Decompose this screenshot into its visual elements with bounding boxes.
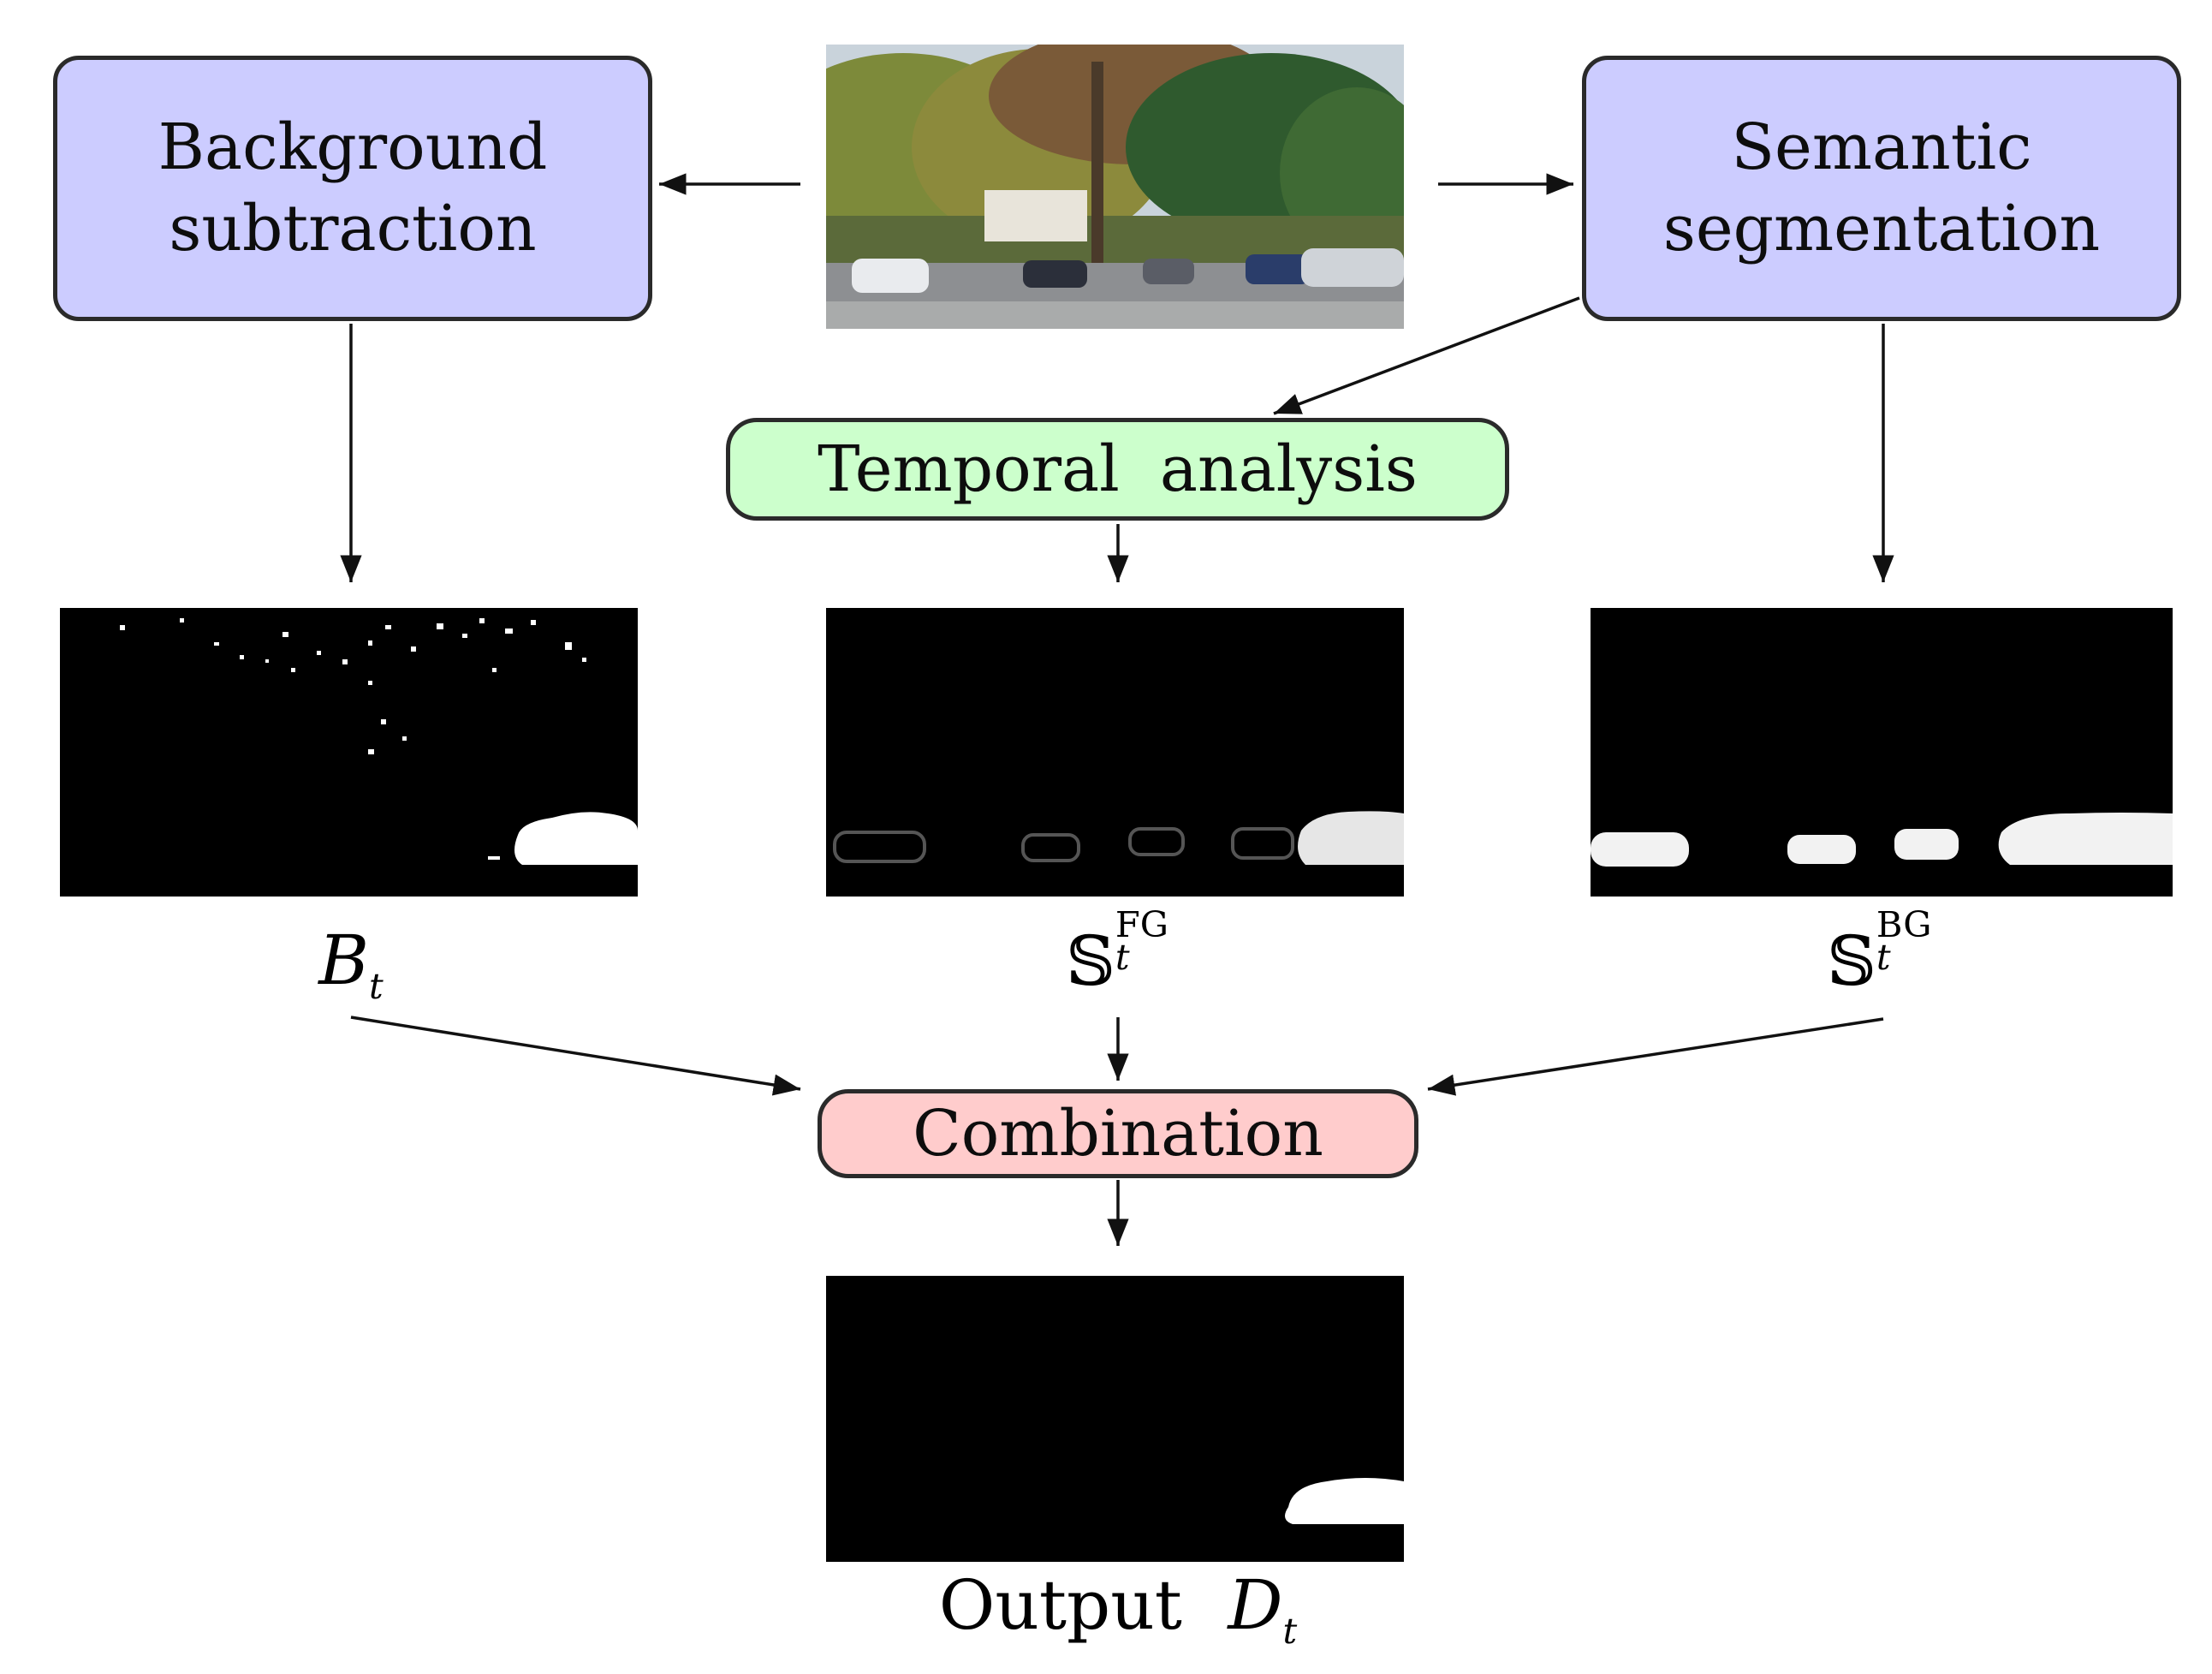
background-subtraction-box: Background subtraction [53,56,652,321]
bt-symbol: B [318,920,370,1000]
sbg-symbol: 𝕊 [1827,921,1876,1001]
sbg-superscript: BG [1876,903,1932,946]
background-subtraction-line2: subtraction [169,192,537,265]
temporal-analysis-label: Temporal analysis [818,432,1418,506]
bt-mask-image [60,608,638,897]
sbg-mask-image [1591,608,2173,897]
temporal-analysis-box: Temporal analysis [726,418,1509,521]
combination-label: Combination [913,1096,1323,1171]
semantic-segmentation-line1: Semantic [1731,110,2032,185]
bt-label: Bt [318,920,384,1007]
output-symbol: D [1228,1565,1283,1645]
output-mask-image [826,1276,1404,1562]
background-subtraction-line1: Background [158,110,548,185]
sfg-symbol: 𝕊 [1066,921,1115,1001]
sfg-mask-image [826,608,1404,897]
bt-subscript: t [369,965,384,1007]
arrow-sbg-to-combination [1427,1017,1884,1096]
semantic-segmentation-box: Semantic segmentation [1582,56,2181,321]
semantic-segmentation-line2: segmentation [1662,192,2101,265]
sfg-superscript: FG [1115,903,1168,946]
output-subscript: t [1282,1610,1298,1652]
input-frame-image [826,45,1404,329]
sfg-subscript: t [1115,935,1130,978]
arrow-segmentation-to-temporal [1273,296,1580,415]
sbg-subscript: t [1876,935,1891,978]
combination-box: Combination [818,1089,1418,1178]
arrow-bt-to-combination [350,1016,801,1096]
output-label: Output Dt [939,1565,1297,1652]
output-prefix: Output [938,1565,1182,1645]
